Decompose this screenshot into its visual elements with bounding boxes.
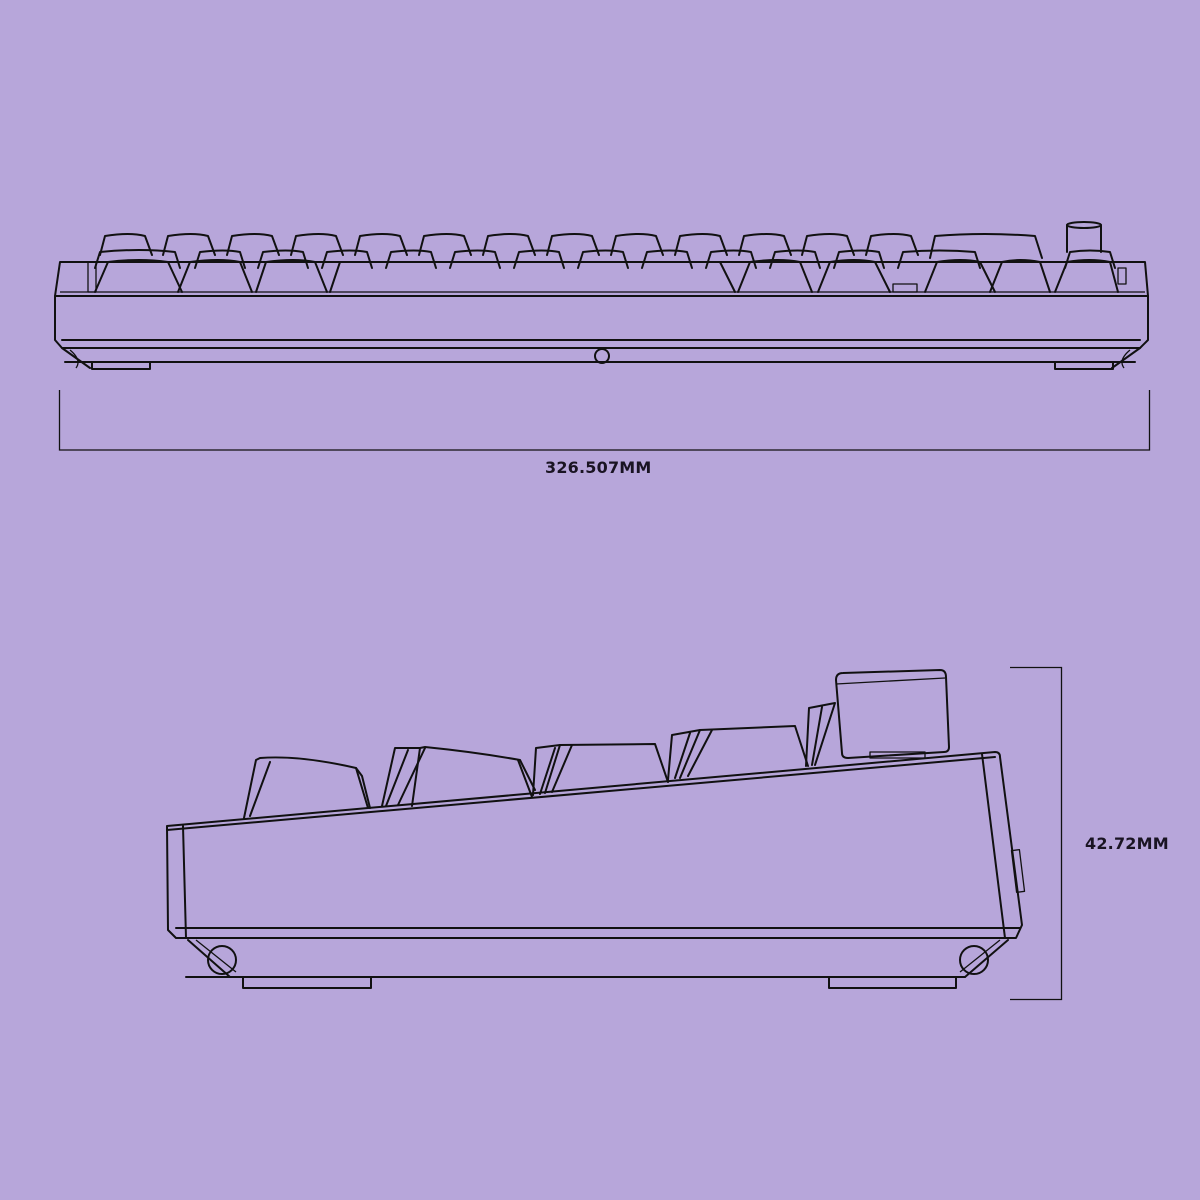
side-keycaps (243, 702, 836, 819)
front-keycaps-middle-row (94, 249, 1116, 269)
side-view (166, 666, 1063, 1001)
front-case (54, 261, 1149, 370)
side-case (166, 751, 1026, 989)
width-dimension-line (58, 390, 1151, 451)
height-dimension-label: 42.72MM (1085, 834, 1169, 853)
front-keycaps-back-row (99, 233, 1043, 259)
side-knob (835, 669, 950, 759)
usb-port (594, 348, 610, 364)
knob (1066, 221, 1102, 253)
height-dimension-line (1010, 666, 1063, 1001)
width-dimension-label: 326.507MM (545, 458, 652, 477)
front-view (54, 221, 1151, 451)
